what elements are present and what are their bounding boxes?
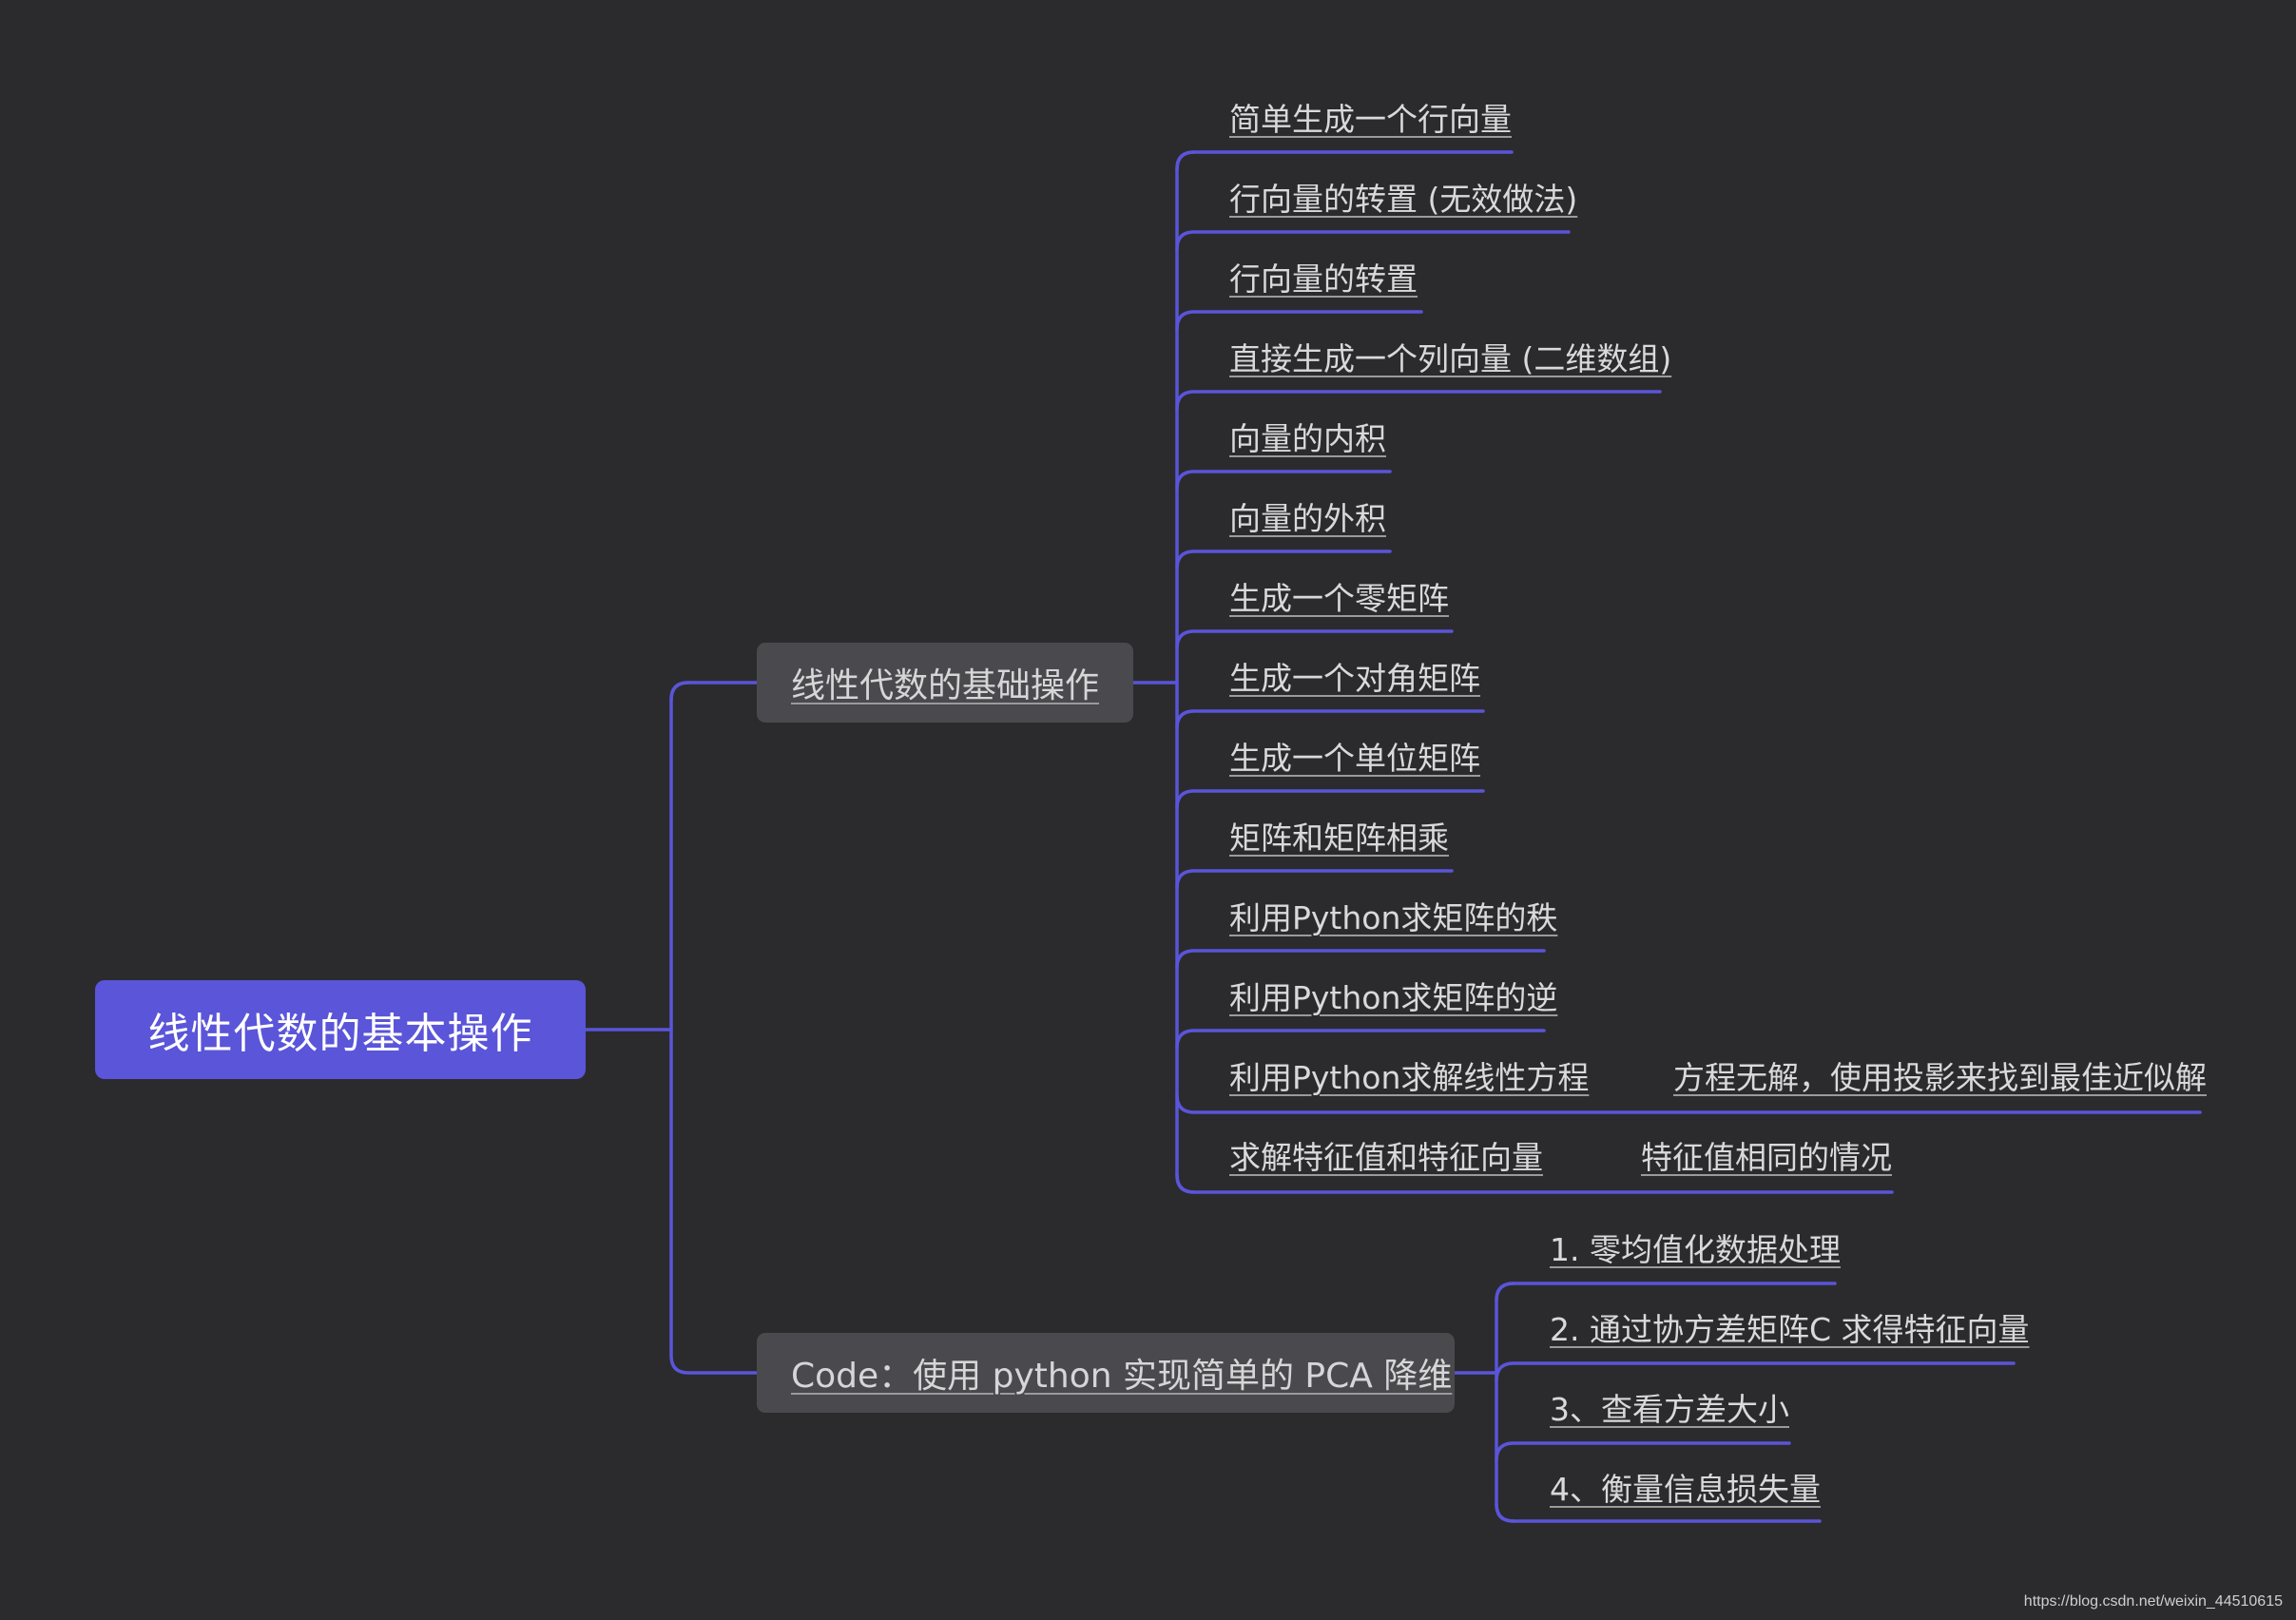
leaf-underline-10 [1175, 869, 1454, 890]
leaf-node[interactable]: 简单生成一个行向量 [1229, 101, 1512, 138]
leaf-node[interactable]: 生成一个对角矩阵 [1229, 660, 1480, 697]
watermark-text: https://blog.csdn.net/weixin_44510615 [2023, 1593, 2283, 1610]
leaf-node[interactable]: 利用Python求解线性方程 [1229, 1059, 1590, 1096]
leaf-node[interactable]: 向量的内积 [1229, 420, 1386, 457]
leaf-node[interactable]: 3、查看方差大小 [1550, 1391, 1789, 1428]
leaf-node[interactable]: 直接生成一个列向量 (二维数组) [1229, 340, 1672, 377]
trunk-to-branch-1 [669, 681, 759, 702]
leaf-node[interactable]: 生成一个零矩阵 [1229, 580, 1449, 617]
leaf-underline-12 [1175, 1029, 1546, 1050]
leaf-node[interactable]: 向量的外积 [1229, 500, 1386, 537]
trunk-connector [669, 681, 759, 1375]
leaf-node[interactable]: 行向量的转置 [1229, 260, 1418, 298]
leaf2-underline-3 [1495, 1441, 1791, 1462]
branch-1-spine [1175, 150, 1196, 1194]
leaf-underline-14 [1175, 1173, 1894, 1194]
leaf-node[interactable]: 2. 通过协方差矩阵C 求得特征向量 [1550, 1311, 2030, 1348]
leaf-node[interactable]: 利用Python求矩阵的逆 [1229, 979, 1558, 1016]
leaf-node[interactable]: 矩阵和矩阵相乘 [1229, 820, 1449, 857]
leaf-underline-6 [1175, 550, 1392, 570]
leaf-underline-8 [1175, 709, 1485, 730]
leaf2-underline-2 [1495, 1361, 2016, 1382]
leaf-underline-3 [1175, 310, 1423, 331]
branch-node-label: 线性代数的基础操作 [791, 666, 1100, 705]
sub-leaf-node[interactable]: 特征值相同的情况 [1641, 1139, 1892, 1176]
leaf-node[interactable]: 利用Python求矩阵的秩 [1229, 899, 1558, 936]
branch-node-label: Code：使用 python 实现简单的 PCA 降维 [791, 1357, 1453, 1396]
leaf-underline-1 [1175, 150, 1514, 171]
leaf-node[interactable]: 4、衡量信息损失量 [1550, 1471, 1821, 1508]
leaf-underline-13 [1175, 1093, 2202, 1114]
leaf-node[interactable]: 行向量的转置 (无效做法) [1229, 181, 1578, 218]
leaf-underline-11 [1175, 949, 1546, 970]
leaf-node[interactable]: 1. 零均值化数据处理 [1550, 1231, 1841, 1268]
leaf-underline-4 [1175, 390, 1662, 411]
branch-2-spine [1495, 1282, 1515, 1523]
root-node-label: 线性代数的基本操作 [147, 1010, 533, 1058]
leaf-underline-7 [1175, 629, 1454, 650]
leaf-underline-9 [1175, 789, 1485, 810]
branch-node-basics[interactable]: 线性代数的基础操作 [757, 643, 1133, 723]
leaf-underline-2 [1175, 230, 1571, 251]
leaf2-underline-1 [1495, 1282, 1837, 1302]
leaf-node[interactable]: 生成一个单位矩阵 [1229, 740, 1480, 777]
branch-node-pca[interactable]: Code：使用 python 实现简单的 PCA 降维 [757, 1333, 1455, 1413]
root-node[interactable]: 线性代数的基本操作 [95, 980, 586, 1079]
leaf-node[interactable]: 求解特征值和特征向量 [1229, 1139, 1543, 1176]
sub-leaf-node[interactable]: 方程无解，使用投影来找到最佳近似解 [1673, 1059, 2207, 1096]
leaf-underline-5 [1175, 470, 1392, 491]
